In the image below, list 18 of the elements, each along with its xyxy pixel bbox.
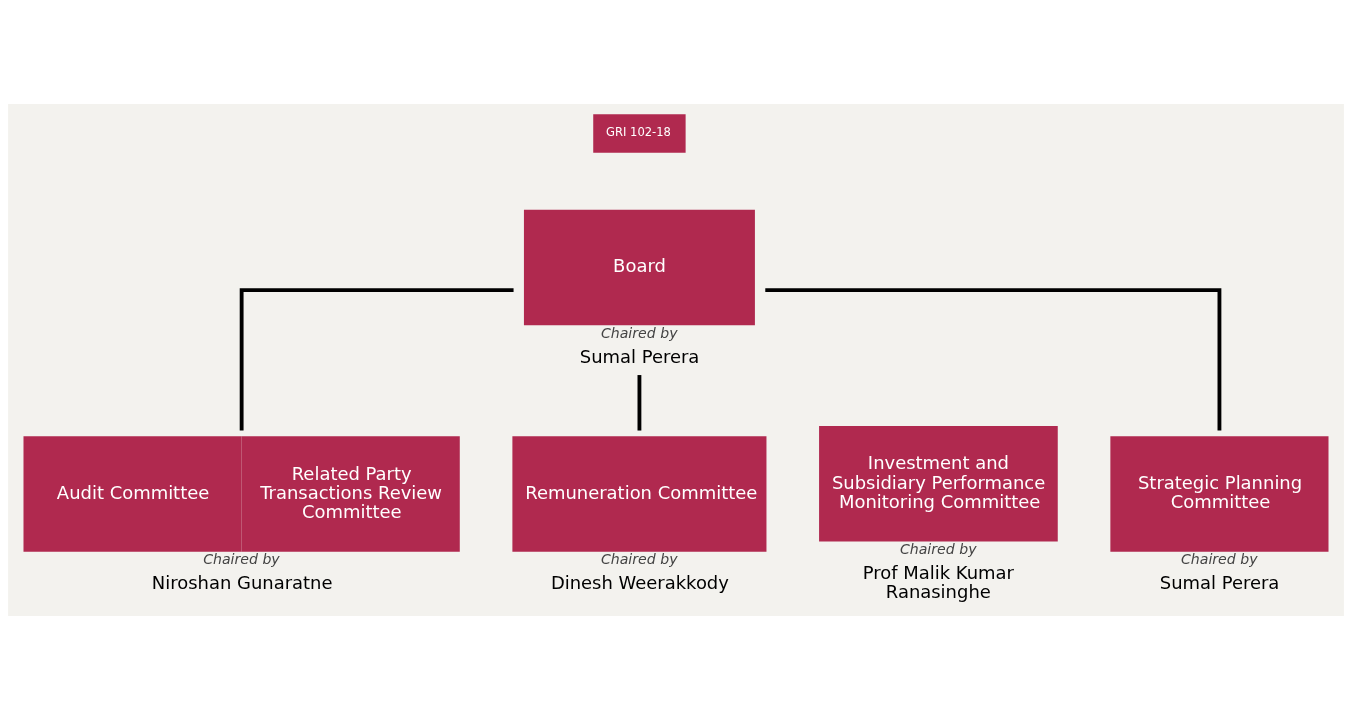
node-label: Chaired by [1180,550,1258,567]
node-label: Chaired by [203,550,280,567]
connector [239,287,514,431]
node-box: Investment and Subsidiary Performance Monitoring Committee [819,425,1058,542]
connector [765,287,1222,431]
node-label: Niroshan Gunaratne [151,571,333,593]
node-box: GRI 102-18 [593,113,686,153]
node-box: Strategic Planning Committee [1110,435,1329,552]
node-label: Prof Malik Kumar Ranasinghe [862,561,1014,602]
node-label: Dinesh Weerakkody [550,571,729,593]
node-label: Chaired by [600,324,678,341]
node-label: Sumal Perera [1159,571,1280,593]
connector [637,374,642,431]
node-box: Board [523,209,755,325]
node-label: Sumal Perera [579,345,700,367]
node-label: Chaired by [899,540,977,557]
node-label: Chaired by [600,550,678,567]
node-box: Remuneration Committee [512,435,767,552]
